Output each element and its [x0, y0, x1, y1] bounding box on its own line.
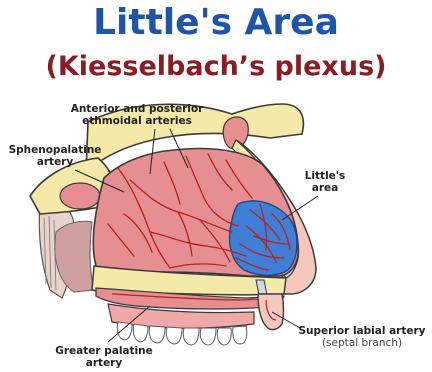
sphenopalatine-label-line2: artery — [8, 156, 102, 168]
ethmoidal-arteries-label: Anterior and posterior ethmoidal arterie… — [58, 103, 216, 127]
sphenoid-sinus — [60, 183, 100, 209]
ethmoidal-label-line2: ethmoidal arteries — [58, 115, 216, 127]
sphenopalatine-label-line1: Sphenopalatine — [8, 144, 102, 156]
ethmoidal-label-line1: Anterior and posterior — [58, 103, 216, 115]
greater-palatine-label-line1: Greater palatine — [40, 345, 168, 357]
littles-label-line2: area — [300, 182, 350, 194]
littles-label-line1: Little's — [300, 170, 350, 182]
upper-lip — [258, 294, 284, 330]
sphenopalatine-artery-label: Sphenopalatine artery — [8, 144, 102, 168]
greater-palatine-artery-label: Greater palatine artery — [40, 345, 168, 369]
septal-branch-label: (septal branch) — [294, 337, 430, 349]
littles-area-label: Little's area — [300, 170, 350, 194]
greater-palatine-label-line2: artery — [40, 357, 168, 369]
superior-labial-artery-label: Superior labial artery (septal branch) — [294, 325, 430, 349]
superior-labial-label: Superior labial artery — [294, 325, 430, 337]
